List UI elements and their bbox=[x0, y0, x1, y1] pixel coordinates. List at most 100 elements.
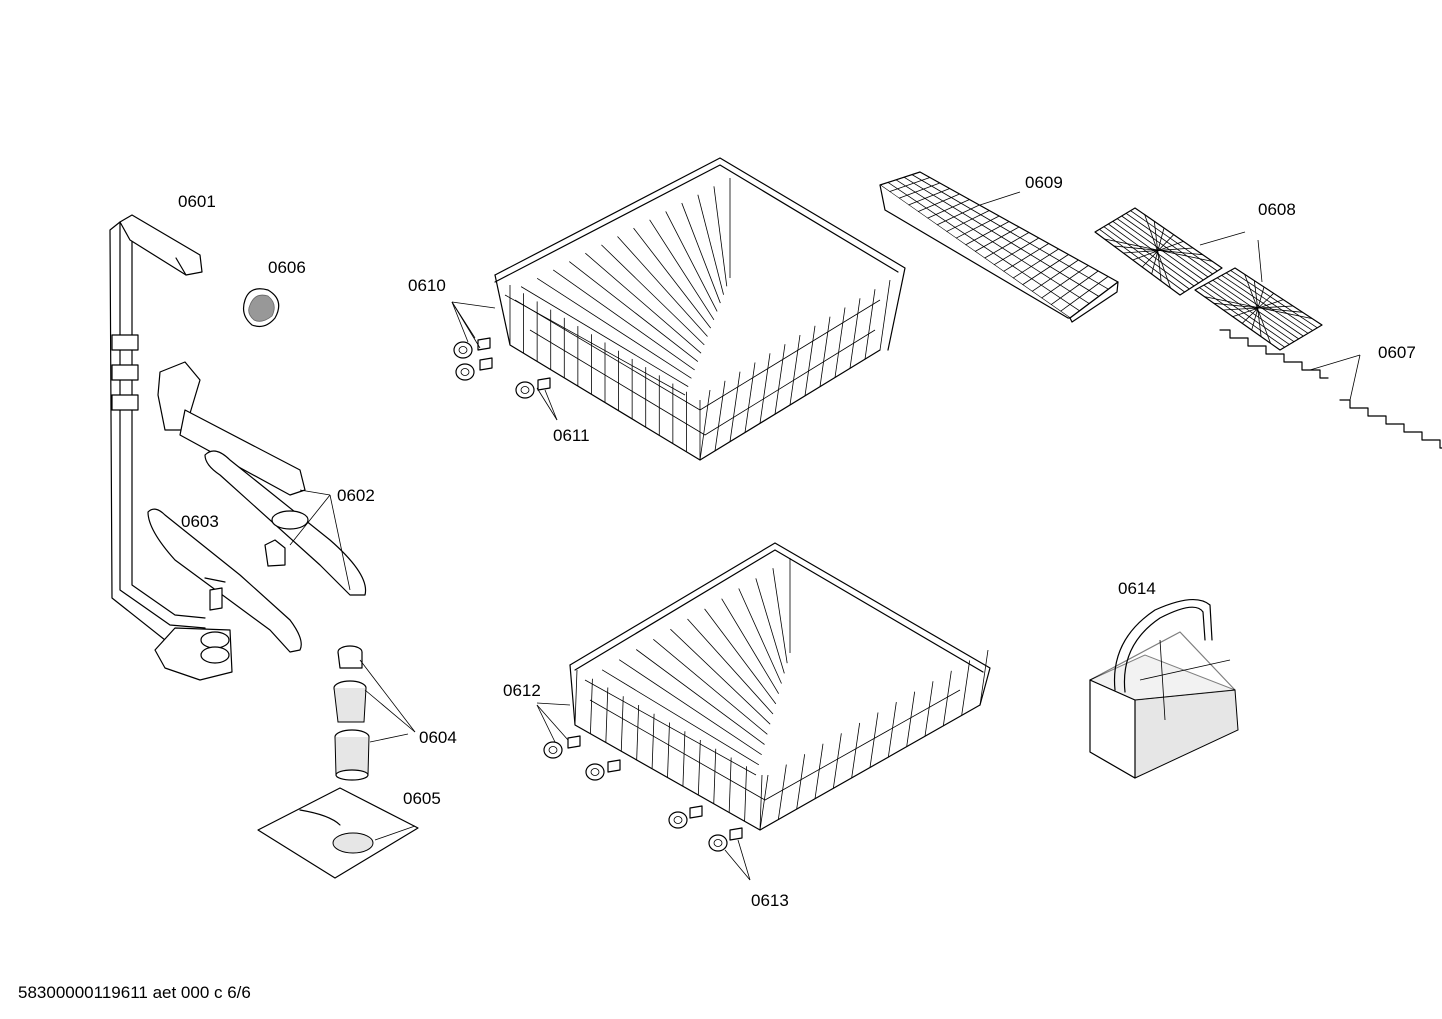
wire-line bbox=[636, 649, 765, 745]
wire-line bbox=[714, 380, 726, 451]
wire-line bbox=[869, 712, 879, 768]
label-0612: 0612 bbox=[503, 681, 541, 700]
lower-basket bbox=[569, 542, 991, 831]
wire-line bbox=[832, 733, 842, 789]
wire-line bbox=[1221, 275, 1309, 334]
wire-line bbox=[1230, 270, 1318, 329]
label-0606: 0606 bbox=[268, 258, 306, 277]
wire-line bbox=[906, 691, 916, 747]
wire-line bbox=[1208, 282, 1295, 342]
wire-line bbox=[936, 204, 980, 226]
wire-line bbox=[697, 194, 724, 295]
wire-line bbox=[864, 289, 876, 360]
label-0602: 0602 bbox=[337, 486, 375, 505]
wire-line bbox=[1116, 218, 1204, 281]
wire-line bbox=[1121, 215, 1209, 278]
wire-line bbox=[1012, 248, 1059, 279]
wire-line bbox=[979, 649, 989, 706]
wire-line bbox=[759, 353, 771, 424]
wire-line bbox=[1003, 243, 1049, 272]
wire-line bbox=[590, 678, 593, 734]
rollers bbox=[453, 337, 743, 852]
wire-line bbox=[651, 713, 655, 769]
wire-line bbox=[814, 743, 824, 799]
wire-line bbox=[965, 221, 1010, 246]
wire-line bbox=[667, 722, 670, 778]
wire-line bbox=[851, 722, 861, 778]
wire-line bbox=[721, 598, 780, 694]
wire-line bbox=[759, 774, 763, 831]
part-0614-cutlery-basket bbox=[1089, 599, 1239, 779]
wire-line bbox=[1130, 210, 1218, 272]
wire-line bbox=[759, 774, 769, 831]
wire-line bbox=[961, 660, 971, 716]
label-0610: 0610 bbox=[408, 276, 446, 295]
wire-line bbox=[681, 202, 721, 304]
wire-line bbox=[1199, 287, 1285, 348]
wire-line bbox=[1244, 274, 1271, 344]
wire-line bbox=[1112, 221, 1199, 284]
wire-line bbox=[849, 298, 861, 369]
label-0605: 0605 bbox=[403, 789, 441, 808]
wire-line bbox=[601, 669, 760, 766]
part-0608-grid-inserts bbox=[1094, 207, 1323, 351]
wire-line bbox=[687, 618, 774, 715]
label-0608: 0608 bbox=[1258, 200, 1296, 219]
wire-line bbox=[1099, 229, 1185, 293]
wire-line bbox=[520, 286, 689, 387]
part-0609-cutlery-tray bbox=[879, 171, 1119, 323]
wire-line bbox=[772, 568, 788, 664]
wire-line bbox=[744, 362, 756, 433]
wire-line bbox=[729, 371, 741, 442]
wire-line bbox=[819, 316, 831, 387]
wire-line bbox=[1203, 284, 1290, 345]
wire-line bbox=[633, 227, 712, 329]
wire-line bbox=[605, 687, 609, 743]
wire-line bbox=[649, 219, 715, 321]
wire-line bbox=[895, 179, 1090, 304]
wire-line bbox=[670, 628, 771, 725]
wire-line bbox=[755, 578, 785, 674]
wire-line bbox=[699, 389, 711, 461]
wire-line bbox=[1125, 213, 1213, 275]
wire-line bbox=[1050, 270, 1099, 306]
wire-line bbox=[984, 232, 1030, 259]
wire-line bbox=[682, 731, 686, 787]
wire-line bbox=[927, 199, 970, 219]
wire-line bbox=[887, 182, 1080, 312]
wire-line bbox=[738, 588, 782, 684]
leader-lines bbox=[289, 191, 1361, 881]
part-0601-supply-pipe bbox=[109, 214, 233, 681]
label-0614: 0614 bbox=[1118, 579, 1156, 598]
wire-line bbox=[924, 681, 934, 737]
wire-line bbox=[585, 252, 702, 354]
wire-line bbox=[1060, 276, 1109, 312]
wire-line bbox=[1041, 265, 1089, 299]
wire-line bbox=[834, 307, 846, 378]
wire-line bbox=[1212, 279, 1299, 340]
label-0603: 0603 bbox=[181, 512, 219, 531]
wire-line bbox=[1144, 214, 1171, 289]
wire-line bbox=[601, 244, 705, 346]
upper-basket bbox=[494, 157, 906, 461]
wire-line bbox=[617, 236, 708, 337]
wire-line bbox=[917, 193, 960, 212]
wire-line bbox=[713, 748, 717, 804]
wire-line bbox=[879, 279, 891, 351]
wire-line bbox=[946, 210, 990, 232]
wire-line bbox=[713, 186, 728, 287]
wire-line bbox=[804, 325, 816, 396]
wire-line bbox=[1216, 277, 1304, 337]
wire-line bbox=[1108, 223, 1195, 287]
label-0611: 0611 bbox=[553, 426, 590, 445]
label-0609: 0609 bbox=[1025, 173, 1063, 192]
wire-line bbox=[584, 679, 757, 776]
wire-line bbox=[552, 269, 695, 371]
wire-line bbox=[1225, 272, 1313, 331]
label-0601: 0601 bbox=[178, 192, 216, 211]
wire-line bbox=[536, 277, 692, 379]
part-0602-spray-arm-upper bbox=[157, 361, 367, 596]
wire-line bbox=[653, 639, 768, 735]
wire-line bbox=[974, 226, 1020, 252]
